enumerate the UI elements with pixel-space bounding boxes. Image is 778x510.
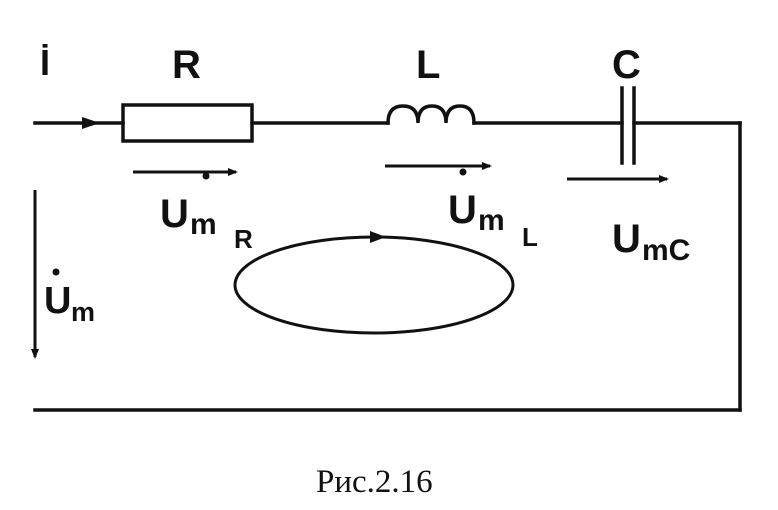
current-arrow-head xyxy=(82,117,100,129)
resistor-label: R xyxy=(172,43,201,87)
svg-text:U: U xyxy=(44,280,71,322)
u-c-label: U mC xyxy=(612,217,690,267)
u-l-label: U m L xyxy=(448,168,538,252)
svg-text:U: U xyxy=(160,192,189,236)
figure-caption: Рис.2.16 xyxy=(316,464,433,500)
u-r-label: U m R xyxy=(160,172,253,254)
capacitor-symbol xyxy=(620,86,636,165)
loop-direction-arrow-icon xyxy=(370,231,386,243)
inductor-symbol xyxy=(386,104,476,125)
circuit-wires xyxy=(33,121,742,412)
source-voltage-label: U m xyxy=(44,268,95,327)
svg-text:m: m xyxy=(71,297,95,327)
svg-text:m: m xyxy=(190,208,217,241)
current-label: İ xyxy=(40,42,50,83)
capacitor-label: C xyxy=(612,43,641,87)
inductor-label: L xyxy=(416,43,440,87)
svg-text:m: m xyxy=(478,204,505,237)
svg-text:U: U xyxy=(612,217,641,261)
svg-text:mC: mC xyxy=(642,234,690,267)
svg-text:L: L xyxy=(522,222,538,252)
loop-direction-ellipse xyxy=(233,235,515,335)
svg-text:U: U xyxy=(448,188,477,232)
resistor-symbol xyxy=(121,103,254,143)
svg-text:R: R xyxy=(234,224,253,254)
